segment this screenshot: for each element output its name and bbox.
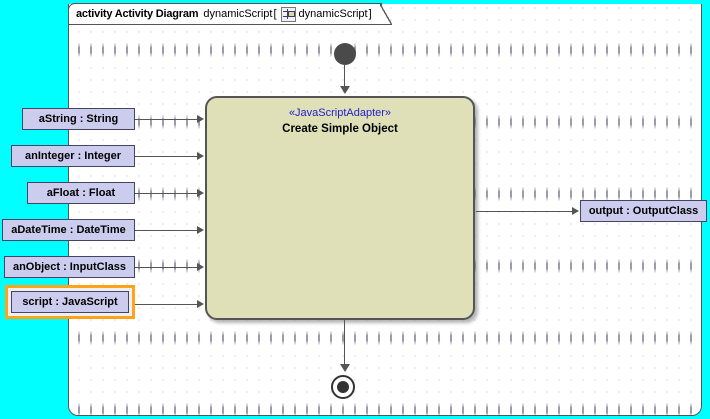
arrowhead-output [572,207,579,215]
connector-afloat [135,193,198,194]
diagram-kind-label: activity Activity Diagram [76,8,199,20]
activity-title: Create Simple Object [282,123,398,135]
arrowhead-aninteger [197,152,204,160]
activity-final-node[interactable] [331,375,355,399]
activity-stereotype: «JavaScriptAdapter» [288,107,392,119]
activity-node-create-simple-object[interactable]: «JavaScriptAdapter» Create Simple Object [205,96,475,320]
diagram-qualified-name: dynamicScript [298,8,368,20]
bracket-open: [ [273,8,277,20]
arrowhead-script [197,300,204,308]
bracket-close: ] [368,8,372,20]
input-pin-afloat[interactable]: aFloat : Float [27,182,135,204]
diagram-name-label: dynamicScript [203,8,273,20]
initial-node[interactable] [334,43,356,65]
arrowhead-activity-to-final [340,364,350,372]
diagram-frame-header[interactable]: activity Activity Diagram dynamicScript … [68,3,392,25]
input-pin-adatetime[interactable]: aDateTime : DateTime [2,219,135,241]
connector-astring [135,119,198,120]
input-pin-anobject[interactable]: anObject : InputClass [4,256,135,278]
arrowhead-afloat [197,189,204,197]
arrowhead-anobject [197,263,204,271]
activity-diagram-icon [280,6,296,22]
connector-adatetime [135,230,198,231]
connector-initial-to-activity [344,64,345,88]
input-pin-aninteger[interactable]: anInteger : Integer [11,145,135,167]
input-pin-astring[interactable]: aString : String [22,108,135,130]
output-pin-output[interactable]: output : OutputClass [580,200,707,222]
arrowhead-astring [197,115,204,123]
connector-activity-to-final [344,320,345,366]
connector-script [135,304,198,305]
connector-anobject [135,267,198,268]
connector-aninteger [135,156,198,157]
input-pin-script[interactable]: script : JavaScript [11,291,129,313]
connector-output [476,211,574,212]
arrowhead-adatetime [197,226,204,234]
arrowhead-initial-to-activity [340,86,350,94]
input-pin-script-selection[interactable]: script : JavaScript [5,285,135,319]
